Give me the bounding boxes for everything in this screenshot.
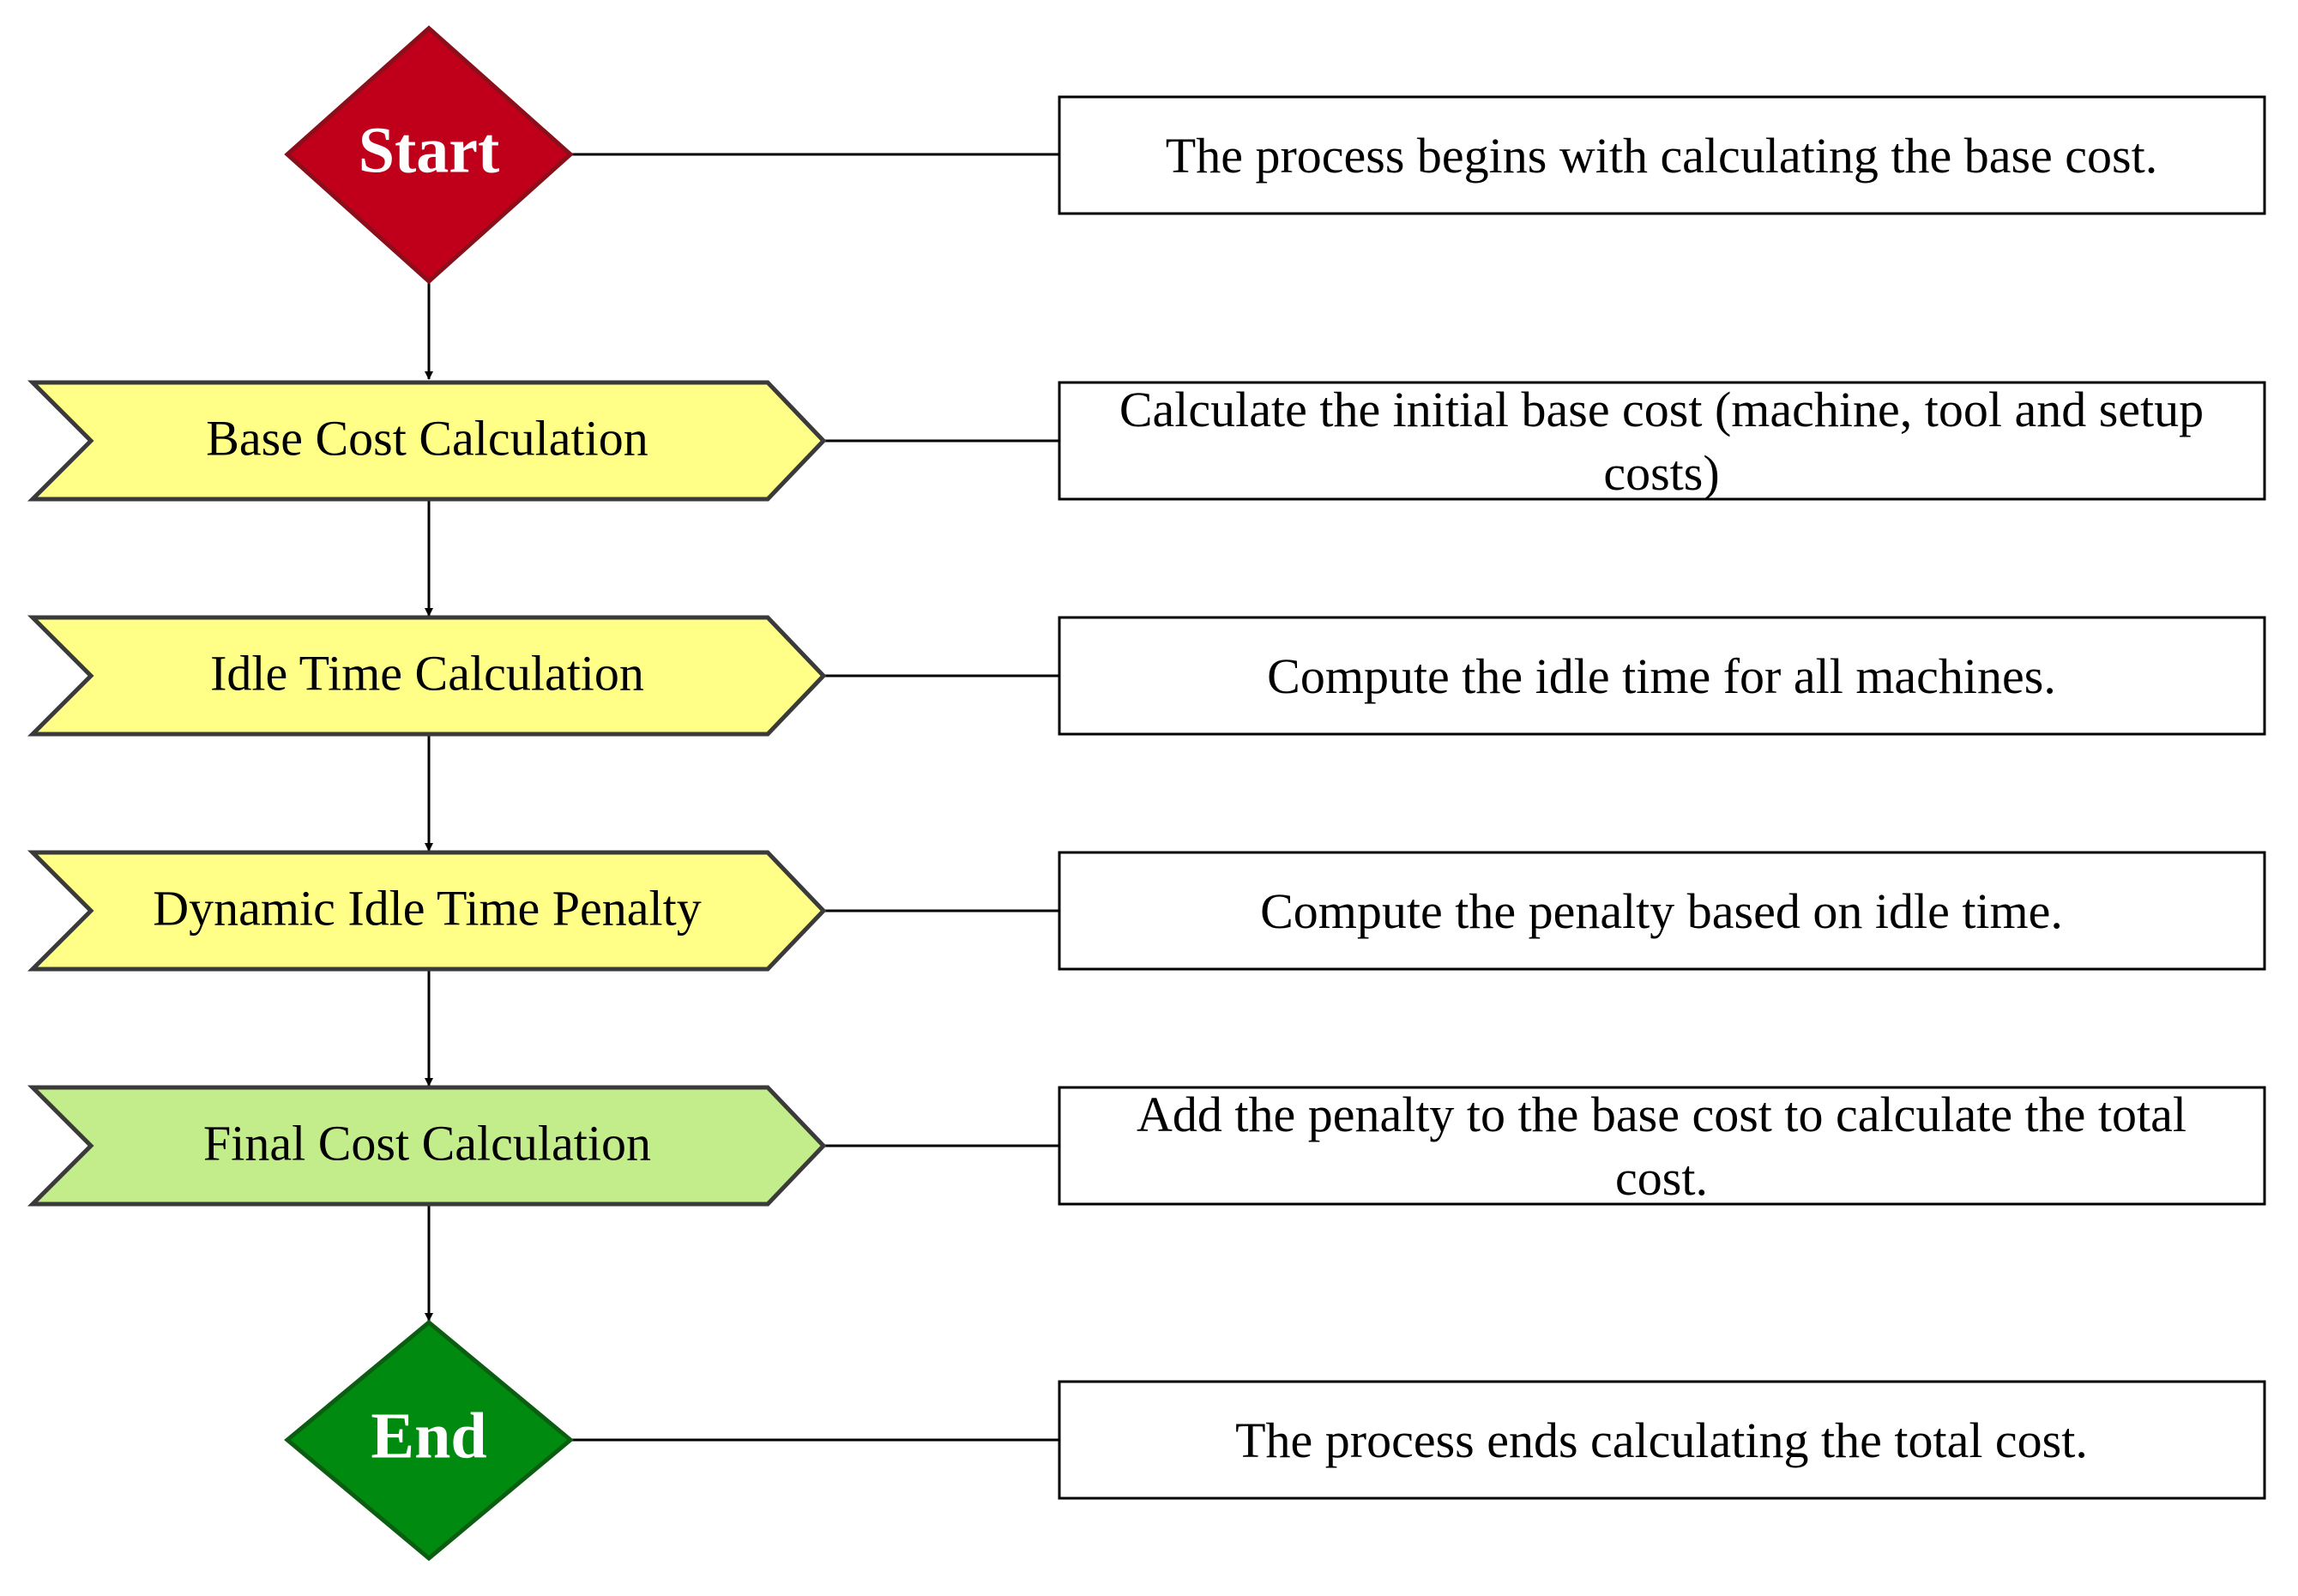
description-line: Compute the idle time for all machines. (1267, 648, 2056, 704)
description-line: Calculate the initial base cost (machine… (1119, 382, 2204, 437)
description-line: costs) (1603, 445, 1719, 501)
start-diamond (284, 25, 574, 285)
description-step-1-text: Calculate the initial base cost (machine… (1119, 382, 2204, 501)
description-end-box (1058, 1380, 2266, 1500)
description-step-3: Compute the penalty based on idle time. (1058, 851, 2266, 971)
description-line: Compute the penalty based on idle time. (1260, 883, 2063, 939)
description-step-1: Calculate the initial base cost (machine… (1058, 381, 2266, 501)
description-step-2: Compute the idle time for all machines. (1058, 616, 2266, 736)
end-diamond (284, 1319, 574, 1562)
description-step-3-text: Compute the penalty based on idle time. (1260, 883, 2063, 939)
description-start-text: The process begins with calculating the … (1166, 128, 2157, 184)
step-1: Base Cost Calculation (27, 380, 827, 502)
description-step-2-box (1058, 616, 2266, 736)
description-line: cost. (1615, 1150, 1708, 1206)
step-2-chevron (27, 615, 827, 737)
end-label: End (371, 1400, 486, 1472)
description-step-4: Add the penalty to the base cost to calc… (1058, 1086, 2266, 1206)
step-4-chevron (27, 1085, 827, 1207)
step-1-chevron (27, 380, 827, 502)
step-1-label: Base Cost Calculation (206, 410, 648, 466)
description-step-2-text: Compute the idle time for all machines. (1267, 648, 2056, 704)
description-start: The process begins with calculating the … (1058, 95, 2266, 215)
description-step-4-text: Add the penalty to the base cost to calc… (1137, 1087, 2186, 1206)
start-label: Start (359, 114, 500, 186)
description-step-3-box (1058, 851, 2266, 971)
end-node: End (284, 1319, 574, 1562)
description-connectors (570, 153, 1059, 1442)
step-4-label: Final Cost Calculation (203, 1115, 651, 1171)
description-line: The process begins with calculating the … (1166, 128, 2157, 184)
description-line: The process ends calculating the total c… (1235, 1412, 2088, 1468)
step-2: Idle Time Calculation (27, 615, 827, 737)
description-step-4-box (1058, 1086, 2266, 1206)
start-node: Start (284, 25, 574, 285)
step-3: Dynamic Idle Time Penalty (27, 850, 827, 972)
description-step-1-box (1058, 381, 2266, 501)
description-start-box (1058, 95, 2266, 215)
step-2-label: Idle Time Calculation (210, 645, 644, 701)
description-end: The process ends calculating the total c… (1058, 1380, 2266, 1500)
step-4: Final Cost Calculation (27, 1085, 827, 1207)
description-end-text: The process ends calculating the total c… (1235, 1412, 2088, 1468)
step-3-label: Dynamic Idle Time Penalty (153, 880, 702, 936)
step-3-chevron (27, 850, 827, 972)
description-line: Add the penalty to the base cost to calc… (1137, 1087, 2186, 1142)
